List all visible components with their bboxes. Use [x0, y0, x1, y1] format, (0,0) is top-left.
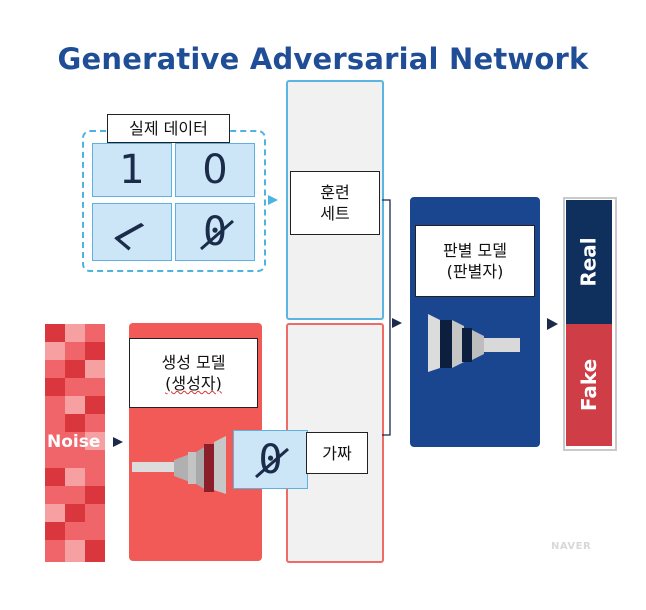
arrow-to-output	[547, 318, 558, 330]
noise-label: Noise	[47, 432, 101, 452]
generator-line2: (생성자)	[165, 374, 222, 393]
training-set-line2: 세트	[320, 204, 350, 223]
real-digit-0-slashed-glyph: 0	[202, 209, 228, 255]
real-data-label: 실제 데이터	[107, 114, 230, 143]
discriminator-network-icon	[428, 314, 520, 372]
real-digit-7: 7	[92, 203, 172, 261]
real-output-label: Real	[577, 237, 602, 287]
naver-watermark: NAVER	[551, 541, 592, 552]
output-frame	[563, 197, 617, 451]
connector-to-discriminator	[382, 199, 402, 436]
real-digit-1: 1	[92, 143, 172, 197]
noise-pattern	[45, 324, 105, 562]
real-digit-7-glyph: 7	[107, 206, 157, 258]
generator-line1: 생성 모델	[161, 353, 226, 372]
arrow-real-to-train	[268, 195, 278, 205]
generator-label: 생성 모델 (생성자)	[129, 338, 258, 408]
real-digit-0: 0	[175, 143, 255, 197]
real-output: Real	[566, 200, 612, 324]
training-set-line1: 훈련	[320, 183, 350, 202]
fake-sample: 0	[233, 430, 308, 489]
fake-slash-mark	[255, 447, 290, 478]
discriminator-line1: 판별 모델	[443, 241, 507, 260]
discriminator-line2: (판별자)	[446, 262, 504, 281]
arrow-noise-to-generator	[113, 437, 123, 447]
fake-digit: 0	[258, 436, 283, 483]
slash-mark	[199, 219, 234, 251]
fake-output: Fake	[566, 324, 612, 446]
training-set-label: 훈련 세트	[290, 171, 380, 235]
diagram-title: Generative Adversarial Network	[57, 42, 589, 76]
fake-label: 가짜	[306, 432, 368, 474]
real-digit-0-slashed: 0	[175, 203, 255, 261]
discriminator-label: 판별 모델 (판별자)	[415, 225, 535, 297]
generator-network-icon	[132, 436, 226, 494]
fake-output-label: Fake	[577, 358, 602, 412]
